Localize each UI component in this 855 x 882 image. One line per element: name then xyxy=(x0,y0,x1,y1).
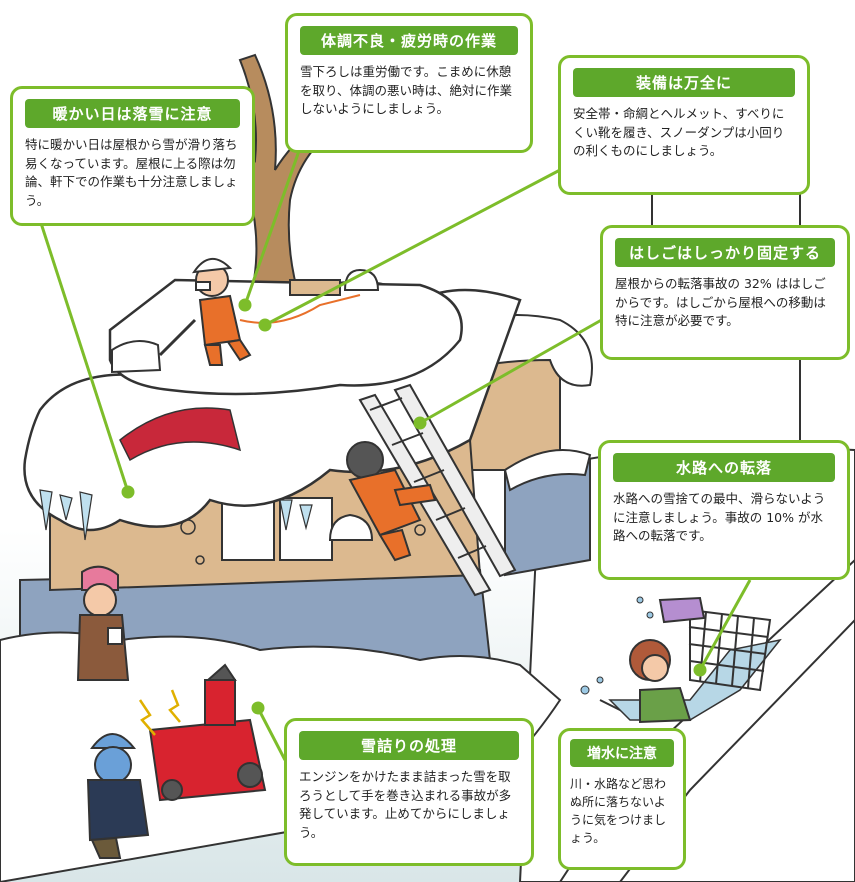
roof-vent xyxy=(289,279,341,296)
callout-body: 水路への雪捨ての最中、滑らないように注意しましょう。事故の 10% が水路への転… xyxy=(613,491,826,543)
callout-body: エンジンをかけたまま詰まった雪を取ろうとして手を巻き込まれる事故が多発しています… xyxy=(299,769,512,840)
callout-body: 屋根からの転落事故の 32% ははしごからです。はしごから屋根への移動は特に注意… xyxy=(615,276,826,328)
drain-grate xyxy=(688,608,772,692)
splash-drops xyxy=(580,596,654,695)
callout-leader-lines xyxy=(38,147,752,761)
callout-body: 雪下ろしは重労働です。こまめに休憩を取り、体調の悪い時は、絶対に作業しないように… xyxy=(300,64,513,116)
callout-title: 装備は万全に xyxy=(573,68,795,97)
callout-rising-water: 増水に注意 川・水路など思わぬ所に落ちないように気をつけましょう。 xyxy=(558,728,686,870)
person-standing xyxy=(76,565,130,681)
callout-title: 雪詰りの処理 xyxy=(299,731,519,760)
shovel-handle xyxy=(158,318,197,357)
spare-helmet xyxy=(343,268,380,291)
callout-fatigue: 体調不良・疲労時の作業 雪下ろしは重労働です。こまめに休憩を取り、体調の悪い時は… xyxy=(285,13,533,153)
callout-body: 特に暖かい日は屋根から雪が滑り落ち易くなっています。屋根に上る際は勿論、軒下での… xyxy=(25,137,238,208)
callout-body: 川・水路など思わぬ所に落ちないように気をつけましょう。 xyxy=(570,777,667,845)
worker-on-ladder xyxy=(346,441,437,562)
callout-title: 体調不良・疲労時の作業 xyxy=(300,26,518,55)
snow-shovel-sign xyxy=(658,596,706,624)
falling-helmet xyxy=(328,513,374,541)
callout-ladder: はしごはしっかり固定する 屋根からの転落事故の 32% ははしごからです。はしご… xyxy=(600,225,850,360)
callout-clog: 雪詰りの処理 エンジンをかけたまま詰まった雪を取ろうとして手を巻き込まれる事故が… xyxy=(284,718,534,866)
snow-dump-shovel xyxy=(111,340,162,374)
callout-body: 安全帯・命綱とヘルメット、すべりにくい靴を履き、スノーダンプは小回りの利くものに… xyxy=(573,106,785,158)
callout-title: 増水に注意 xyxy=(570,739,674,767)
person-at-snowblower xyxy=(86,733,150,859)
worker-on-roof xyxy=(191,258,252,366)
callout-title: はしごはしっかり固定する xyxy=(615,238,835,267)
callout-equipment: 装備は万全に 安全帯・命綱とヘルメット、すべりにくい靴を履き、スノーダンプは小回… xyxy=(558,55,810,195)
snowblower xyxy=(148,663,267,802)
roof-edge-red xyxy=(119,407,242,462)
callout-warm-day: 暖かい日は落雪に注意 特に暖かい日は屋根から雪が滑り落ち易くなっています。屋根に… xyxy=(10,86,255,226)
callout-title: 暖かい日は落雪に注意 xyxy=(25,99,240,128)
spark-lines xyxy=(138,689,181,736)
annex-snow xyxy=(503,449,592,492)
callout-title: 水路への転落 xyxy=(613,453,835,482)
person-in-waterway xyxy=(629,639,692,724)
roof-top-snow xyxy=(108,278,463,396)
icicles xyxy=(39,489,313,541)
callout-waterway: 水路への転落 水路への雪捨ての最中、滑らないように注意しましょう。事故の 10%… xyxy=(598,440,850,580)
